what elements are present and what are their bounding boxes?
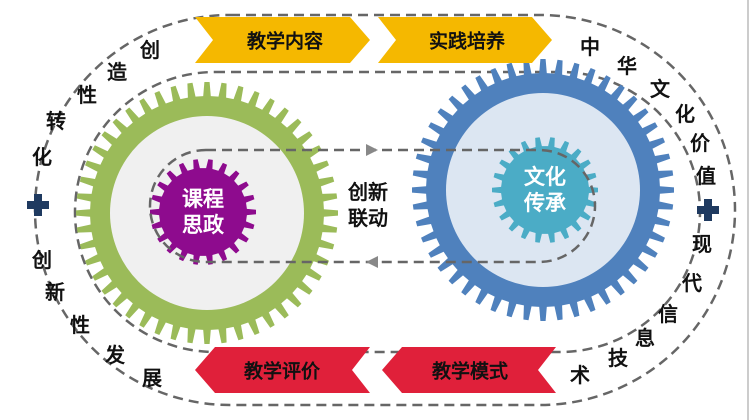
center-line: 联动 (348, 206, 388, 230)
chevron-teaching-evaluation (195, 347, 370, 393)
core-culture-heritage: 文化 传承 (524, 164, 566, 216)
teal-gear (492, 137, 598, 243)
plus-icon (27, 194, 49, 216)
plus-icon (697, 199, 719, 221)
core-line: 课程 (182, 187, 224, 211)
chevron-teaching-content (195, 17, 370, 63)
core-line: 传承 (524, 191, 566, 215)
ring-char: 现 (692, 232, 712, 256)
ring-char: 性 (77, 83, 97, 107)
ring-char: 创 (140, 38, 160, 62)
ring-char: 转 (46, 109, 66, 133)
ring-char: 化 (32, 145, 52, 169)
ring-char: 创 (32, 248, 52, 272)
ring-char: 化 (675, 102, 695, 126)
core-course-ideology: 课程 思政 (182, 186, 224, 238)
ring-char: 文 (650, 77, 670, 101)
arrow-right-icon (366, 144, 378, 156)
ring-char: 发 (105, 343, 125, 367)
chevron-practice-training (378, 17, 552, 63)
ring-char: 价 (690, 131, 710, 155)
ring-char: 华 (617, 54, 637, 78)
ring-char: 息 (635, 326, 655, 350)
label-teaching-mode: 教学模式 (431, 360, 509, 383)
arrow-left-icon (366, 256, 378, 268)
ring-char: 代 (682, 271, 702, 295)
ring-char: 新 (45, 280, 65, 304)
ring-char: 值 (696, 164, 716, 188)
ring-char: 技 (608, 346, 628, 370)
ring-char: 中 (580, 35, 600, 59)
purple-gear (150, 159, 256, 265)
label-teaching-content: 教学内容 (246, 30, 324, 53)
chevron-teaching-mode (382, 347, 556, 393)
label-teaching-evaluation: 教学评价 (243, 360, 321, 383)
ring-char: 术 (570, 363, 590, 387)
label-practice-training: 实践培养 (428, 30, 506, 53)
ring-char: 造 (107, 60, 127, 84)
center-line: 创新 (348, 180, 388, 204)
ring-char: 展 (142, 366, 162, 390)
core-line: 思政 (182, 213, 224, 237)
ring-char: 信 (658, 302, 678, 326)
ring-char: 性 (70, 313, 90, 337)
innovation-linkage: 创新 联动 (348, 179, 388, 231)
core-line: 文化 (524, 165, 566, 189)
